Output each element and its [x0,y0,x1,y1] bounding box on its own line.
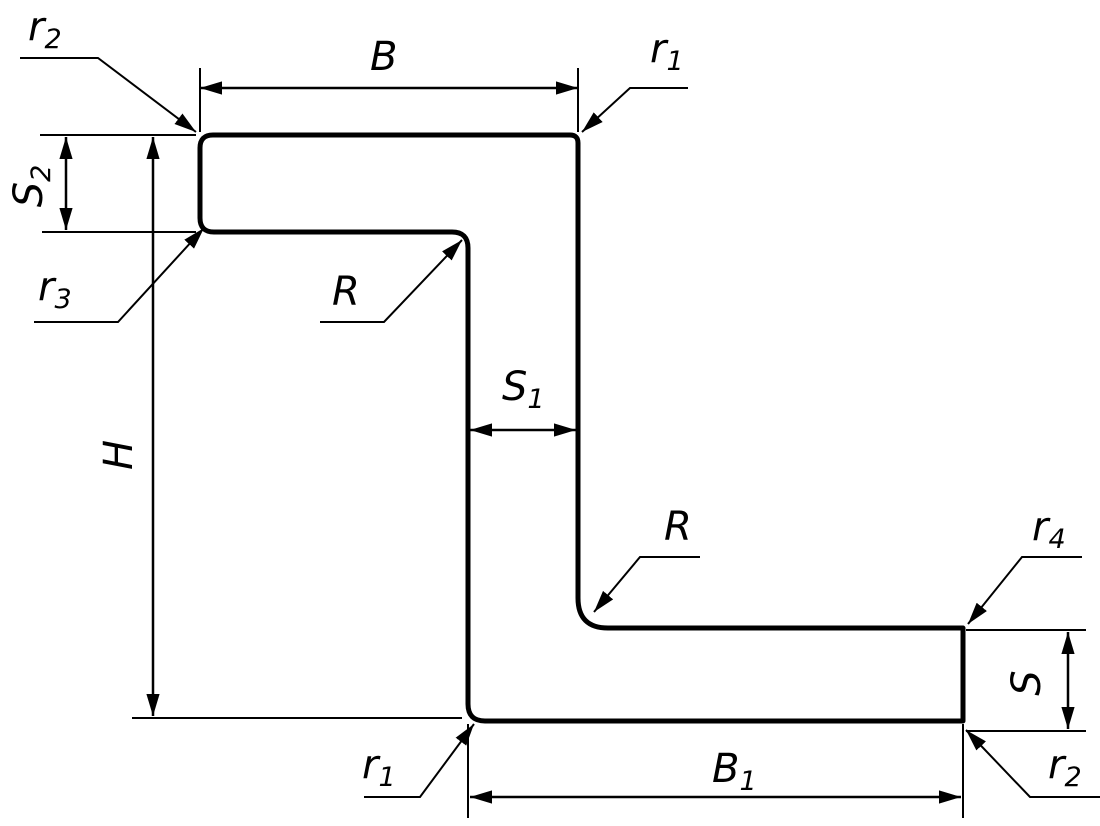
label-s1-main: S [502,364,527,410]
label-h: H [96,440,142,470]
label-s: S [1004,670,1050,695]
label-b: B [370,34,397,80]
leader-r1-bottom [364,723,475,798]
label-r2-top: r2 [28,4,62,55]
label-r2-top-sub: 2 [44,24,61,55]
label-s2: S2 [6,165,57,208]
label-r2-bottom-sub: 2 [1064,762,1081,793]
label-r1-bottom-main: r [362,742,381,788]
label-r1-top: r1 [650,26,684,77]
label-s1-sub: 1 [527,384,544,415]
label-s1: S1 [502,364,545,415]
label-r1-bottom: r1 [362,742,396,793]
label-r3-sub: 3 [54,284,71,315]
label-b1-main: B [712,746,739,792]
label-s2-main: S [6,182,52,207]
label-r2-bottom: r2 [1048,742,1082,793]
extension-lines [40,68,1086,818]
leader-r3 [34,227,205,323]
label-b1: B1 [712,746,757,797]
leader-r2-bottom [965,729,1100,798]
label-r4-sub: 4 [1048,524,1065,555]
label-r4-main: r [1032,504,1051,550]
leader-r4 [967,556,1082,625]
label-r2-top-main: r [28,4,47,50]
label-r1-top-main: r [650,26,669,72]
label-r4: r4 [1032,504,1066,555]
leader-r1-top [581,87,688,133]
label-b1-sub: 1 [739,766,756,797]
label-r3: r3 [38,264,72,315]
label-r3-main: r [38,264,57,310]
leader-r2-top [20,57,197,133]
label-r-lower: R [664,504,692,550]
z-profile-outline [197,132,966,724]
label-s2-sub: 2 [26,165,57,182]
leader-r-lower [593,556,700,613]
label-r2-bottom-main: r [1048,742,1067,788]
leader-lines [20,57,1100,798]
dimension-lines [59,81,1075,804]
label-r-upper: R [332,269,360,315]
label-r1-top-sub: 1 [666,46,683,77]
leader-r-upper [320,239,463,323]
label-r1-bottom-sub: 1 [378,762,395,793]
